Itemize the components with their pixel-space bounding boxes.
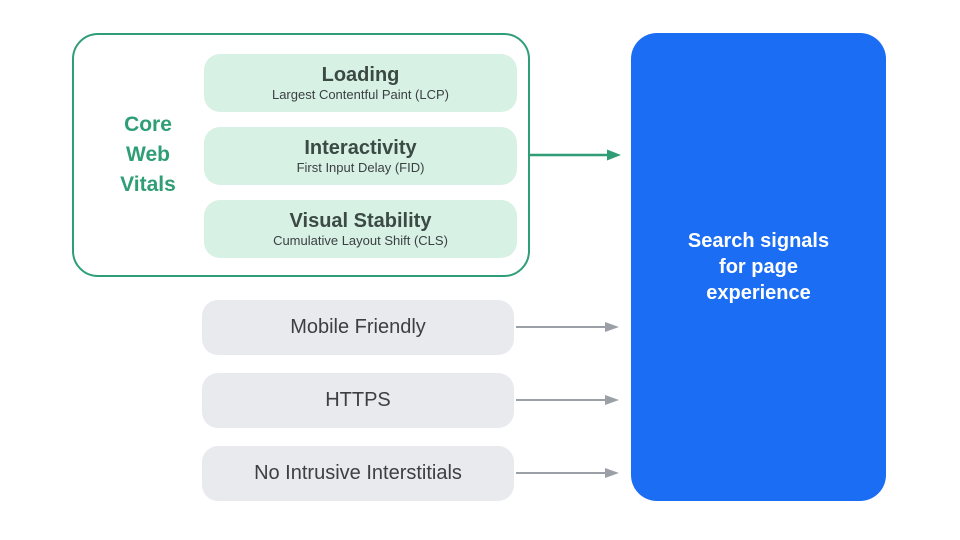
core-web-vitals-group: Core Web Vitals Loading Largest Contentf… xyxy=(72,33,530,277)
green-arrow-icon xyxy=(528,149,621,161)
core-web-vitals-label-line: Core xyxy=(124,113,172,136)
signal-label: No Intrusive Interstitials xyxy=(254,462,462,484)
vital-interactivity: Interactivity First Input Delay (FID) xyxy=(204,127,517,185)
result-label-line: Search signals xyxy=(687,230,830,252)
gray-arrow-icon xyxy=(516,468,619,478)
signal-no-intrusive-interstitials: No Intrusive Interstitials xyxy=(202,446,514,501)
core-web-vitals-label-line: Web xyxy=(126,143,170,166)
core-web-vitals-label-line: Vitals xyxy=(120,173,176,196)
signal-label: HTTPS xyxy=(325,389,391,411)
vital-visual-stability: Visual Stability Cumulative Layout Shift… xyxy=(204,200,517,258)
signal-mobile-friendly: Mobile Friendly xyxy=(202,300,514,355)
vital-loading: Loading Largest Contentful Paint (LCP) xyxy=(204,54,517,112)
result-label-line: experience xyxy=(706,282,811,304)
vital-title: Visual Stability xyxy=(289,210,432,232)
vital-title: Interactivity xyxy=(304,137,417,159)
vital-subtitle: Largest Contentful Paint (LCP) xyxy=(271,87,450,102)
vital-subtitle: Cumulative Layout Shift (CLS) xyxy=(273,233,448,248)
signal-label: Mobile Friendly xyxy=(290,316,426,338)
core-web-vitals-label: Core Web Vitals xyxy=(92,35,204,275)
vitals-list: Loading Largest Contentful Paint (LCP) I… xyxy=(204,54,517,258)
vital-subtitle: First Input Delay (FID) xyxy=(296,160,425,175)
search-signals-result-box: Search signals for page experience xyxy=(631,33,886,501)
signal-https: HTTPS xyxy=(202,373,514,428)
gray-arrow-icon xyxy=(516,322,619,332)
result-label-line: for page xyxy=(719,256,798,278)
gray-arrow-icon xyxy=(516,395,619,405)
vital-title: Loading xyxy=(321,64,400,86)
